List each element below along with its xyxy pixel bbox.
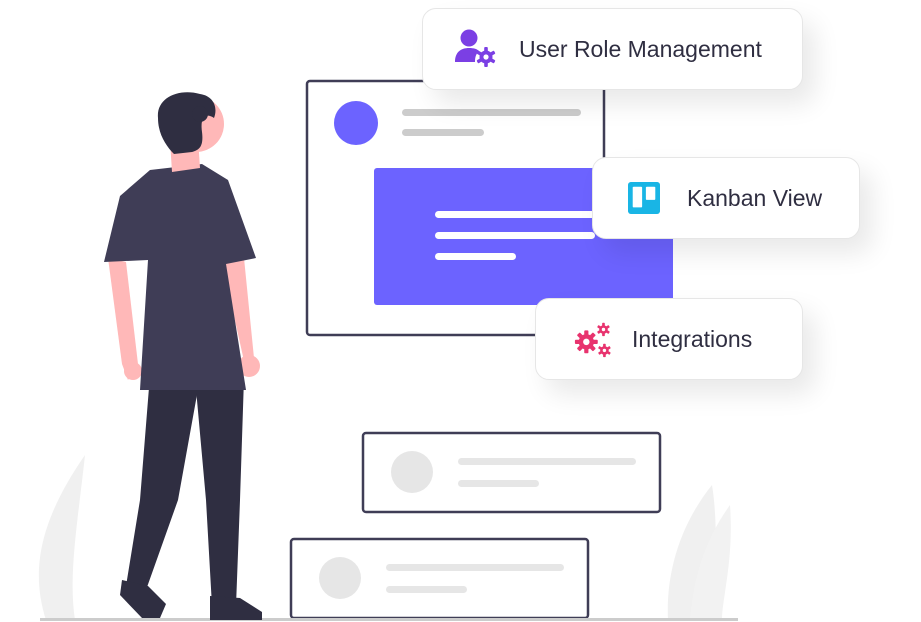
trello-board-icon xyxy=(627,181,661,215)
gears-icon xyxy=(572,318,614,360)
feature-label: Integrations xyxy=(632,325,753,352)
feature-label: Kanban View xyxy=(687,184,823,211)
list-card-2 xyxy=(289,537,590,620)
feature-card-user-role-management: User Role Management xyxy=(422,8,803,90)
person-figure xyxy=(104,92,262,620)
plant-left xyxy=(38,455,85,620)
ground-line xyxy=(40,618,738,621)
feature-card-kanban-view: Kanban View xyxy=(592,157,860,239)
feature-label: User Role Management xyxy=(519,35,762,62)
feature-card-integrations: Integrations xyxy=(535,298,803,380)
list-card-1 xyxy=(361,431,662,514)
avatar-placeholder xyxy=(334,101,378,145)
user-gear-icon xyxy=(455,28,497,70)
